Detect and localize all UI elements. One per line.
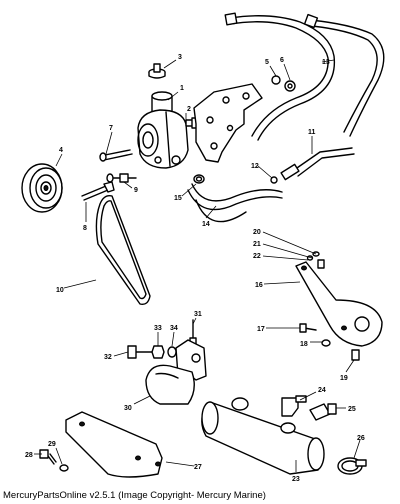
part-label-12: 12 (251, 163, 259, 170)
hose-clamp-26 (337, 457, 367, 475)
washer-12 (270, 176, 278, 184)
bolt-17 (299, 323, 317, 333)
lower-hose (195, 199, 247, 223)
pulley-bolt (81, 181, 115, 201)
part-label-7: 7 (109, 125, 113, 132)
nut-33 (151, 345, 165, 359)
nut-18 (321, 339, 331, 347)
power-steering-pump (137, 91, 189, 169)
washer-29 (59, 464, 69, 472)
washer-34 (167, 346, 177, 358)
part-label-24: 24 (318, 387, 326, 394)
bracket-16 (295, 261, 383, 347)
part-label-33: 33 (154, 325, 162, 332)
bolt-28 (39, 449, 57, 465)
washers-5-6 (271, 75, 296, 92)
part-label-8: 8 (83, 225, 87, 232)
part-label-11: 11 (308, 129, 316, 136)
part-label-19: 19 (340, 375, 348, 382)
part-label-34: 34 (170, 325, 178, 332)
part-label-17: 17 (257, 326, 265, 333)
part-label-4: 4 (59, 147, 63, 154)
part-label-5: 5 (265, 59, 269, 66)
part-label-30: 30 (124, 405, 132, 412)
part-label-29: 29 (48, 441, 56, 448)
part-label-9: 9 (134, 187, 138, 194)
part-label-14: 14 (202, 221, 210, 228)
part-label-10: 10 (56, 287, 64, 294)
drive-belt (95, 194, 151, 306)
hose-clamp-15 (193, 174, 205, 184)
bracket-27 (65, 411, 163, 478)
pressure-hose (224, 12, 385, 141)
part-label-31: 31 (194, 311, 202, 318)
pulley (21, 163, 63, 213)
pump-mounting-bracket (193, 83, 263, 163)
part-label-23: 23 (292, 476, 300, 483)
hardware-20-22 (306, 251, 325, 269)
part-label-2: 2 (187, 106, 191, 113)
part-label-22: 22 (253, 253, 261, 260)
part-label-18: 18 (300, 341, 308, 348)
oil-cooler (201, 397, 325, 475)
cooler-mount-30 (145, 339, 207, 405)
part-label-1: 1 (180, 85, 184, 92)
part-label-21: 21 (253, 241, 261, 248)
stud-and-nut (99, 149, 137, 183)
part-label-3: 3 (178, 54, 182, 61)
exploded-parts-diagram: 1 2 3 4 5 6 7 8 9 10 11 12 13 14 15 16 1… (21, 12, 385, 483)
part-label-20: 20 (253, 229, 261, 236)
part-label-16: 16 (255, 282, 263, 289)
return-hose (187, 147, 355, 211)
part-label-25: 25 (348, 406, 356, 413)
part-label-15: 15 (174, 195, 182, 202)
part-number-labels: 1 2 3 4 5 6 7 8 9 10 11 12 13 14 15 16 1… (25, 54, 365, 483)
part-label-28: 28 (25, 452, 33, 459)
elbow-fitting-24 (281, 395, 307, 417)
copyright-caption: MercuryPartsOnline v2.5.1 (Image Copyrig… (3, 490, 266, 501)
spacer-19 (351, 349, 360, 361)
part-label-32: 32 (104, 354, 112, 361)
part-label-6: 6 (280, 57, 284, 64)
part-label-26: 26 (357, 435, 365, 442)
part-label-13: 13 (322, 59, 330, 66)
reservoir-cap (148, 63, 166, 79)
part-label-27: 27 (194, 464, 202, 471)
fitting-25 (309, 403, 337, 421)
leader-lines (34, 59, 361, 472)
